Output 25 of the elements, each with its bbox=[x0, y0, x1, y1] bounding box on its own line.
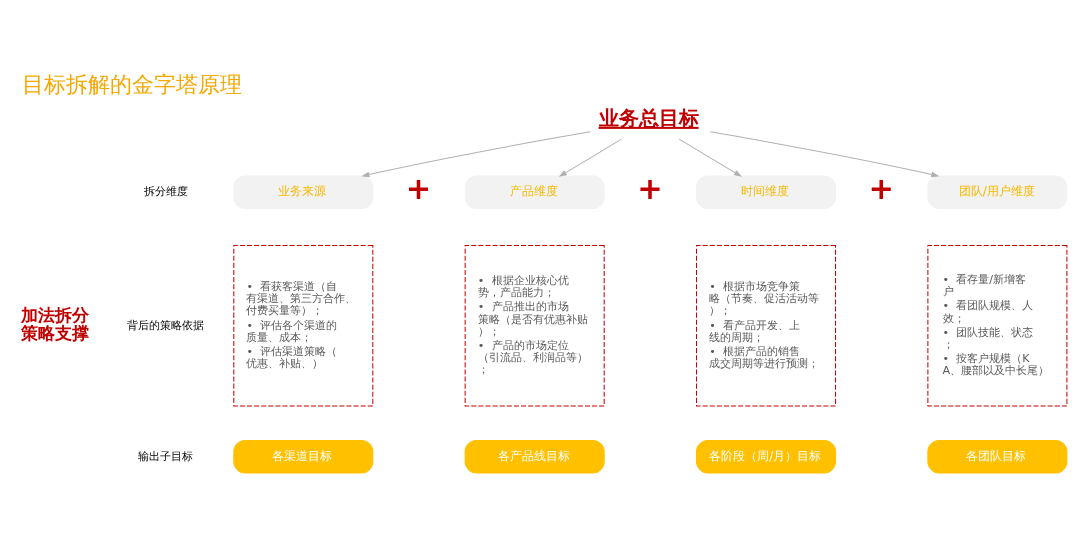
label: + bbox=[868, 170, 895, 206]
node-box: • 根据市场竞争策略（节奏、促活活动等）； • 看产品开发、上线的周期； • 根据产品的销售成交周期等进行预测； bbox=[696, 245, 837, 407]
label: 背后的策略依据 bbox=[127, 318, 205, 332]
node-box: 各渠道目标 bbox=[233, 439, 374, 474]
node-box: 业务来源 bbox=[233, 175, 374, 210]
diagram-title: 目标拆解的金字塔原理 bbox=[21, 70, 242, 97]
node-text: 业务总目标 bbox=[598, 105, 699, 130]
node-box: • 看获客渠道（自有渠道、第三方合作、付费买量等）； • 评估各个渠道的质量、成本； • 评估渠道策略（优惠、补贴、） bbox=[233, 245, 374, 407]
node-box: 团队/用户维度 bbox=[927, 175, 1068, 210]
arrow bbox=[709, 131, 940, 178]
node-box: • 看存量/新增客户 • 看团队规模、人效； • 团队技能、状态； • 按客户规模（KA、腰部以及中长尾） bbox=[927, 245, 1068, 407]
label: + bbox=[405, 170, 432, 206]
label: 拆分维度 bbox=[144, 185, 188, 199]
label: + bbox=[637, 170, 663, 206]
node-box: 各产品线目标 bbox=[464, 439, 605, 474]
arrow bbox=[678, 138, 742, 177]
label: 加法拆分策略支撑 bbox=[21, 305, 90, 343]
node-box: 时间维度 bbox=[696, 175, 837, 210]
arrow bbox=[558, 138, 622, 177]
node-box: 各阶段（周/月）目标 bbox=[696, 439, 837, 474]
node-box: • 根据企业核心优势，产品能力； • 产品推出的市场策略（是否有优惠补贴）； • 产品的市场定位（引流品、利润品等）； bbox=[464, 245, 605, 407]
label: 输出子目标 bbox=[138, 449, 194, 463]
node-box: 产品维度 bbox=[464, 175, 605, 210]
arrow bbox=[361, 131, 591, 178]
node-box: 各团队目标 bbox=[927, 439, 1068, 474]
